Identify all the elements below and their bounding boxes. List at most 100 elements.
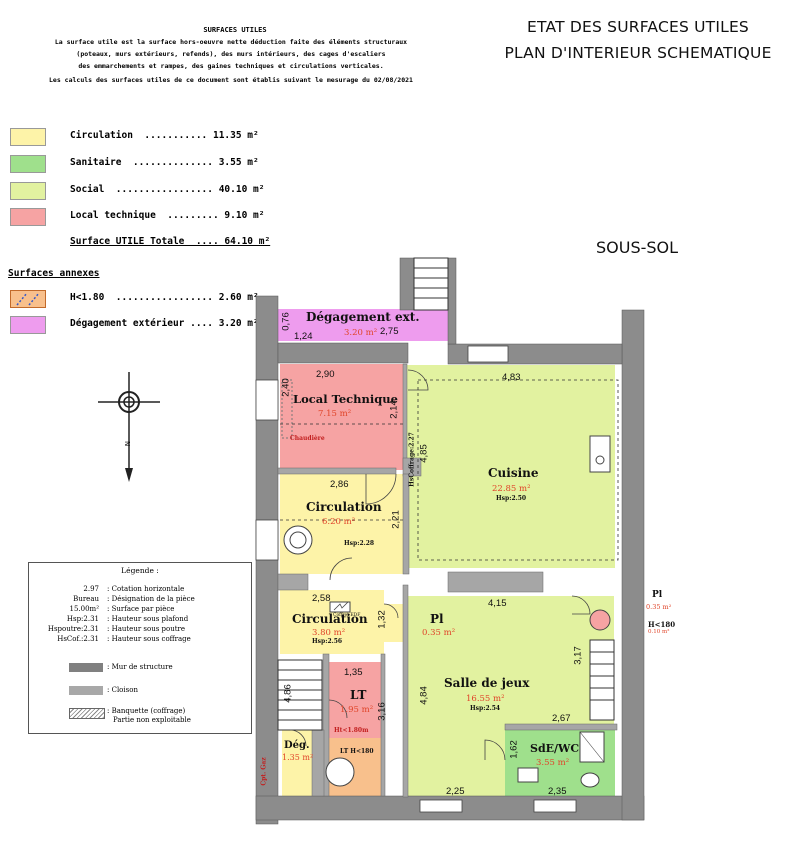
structure-walls <box>255 257 645 825</box>
partitions <box>277 363 618 798</box>
room-circulation-1 <box>280 474 403 574</box>
sink-drain <box>595 455 605 465</box>
dimension-label: 2,35 <box>548 786 567 797</box>
svg-text:N: N <box>123 441 131 446</box>
staircase <box>277 257 615 731</box>
key-label: : Hauteur sous coffrage <box>107 635 191 643</box>
dimension-label: 2,25 <box>446 786 465 797</box>
key-legend: Légende : 2.97 : Cotation horizontale Bu… <box>28 562 252 734</box>
banquette-hatch <box>281 379 293 439</box>
header-title-line-1: ETAT DES SURFACES UTILES <box>527 18 749 36</box>
legend-label: Local technique ......... 9.10 m² <box>70 210 265 221</box>
door-swings <box>289 369 591 761</box>
legend-swatch <box>10 128 46 146</box>
room-height-pl-ext: H<180 <box>648 620 676 629</box>
washbasin-icon <box>325 757 355 787</box>
legend-swatch <box>10 290 46 308</box>
room-local-technique <box>280 364 403 470</box>
room-height-lt: Ht<1.80m <box>334 727 369 734</box>
dimension-label: 2,14 <box>388 400 400 419</box>
dimension-label: 3,16 <box>376 702 388 721</box>
legend-swatch <box>10 316 46 334</box>
key-label: : Hauteur sous poutre <box>107 625 186 633</box>
legend-swatch <box>10 182 46 200</box>
room-degagement-ext <box>278 309 448 341</box>
compass-rose-icon: N <box>98 372 160 482</box>
notes-line-2: (poteaux, murs extérieurs, refends), des… <box>76 50 386 58</box>
room-area-lt: 1.95 m² <box>340 705 374 715</box>
room-label-salle-de-jeux: Salle de jeux <box>444 676 530 690</box>
key-wall-swatch <box>69 663 103 672</box>
key-symbol: 15.00m² <box>69 605 99 613</box>
dimension-label: 0,76 <box>280 312 292 331</box>
dimension-label: 4,84 <box>418 686 430 705</box>
sink-icon <box>589 435 611 473</box>
dimension-label: 4,15 <box>488 598 507 609</box>
room-height-salle-de-jeux: Hsp:2.54 <box>470 705 501 712</box>
key-label: : Banquette (coffrage) <box>107 707 186 715</box>
room-circulation-2 <box>280 590 384 654</box>
electric-panel-icon <box>329 601 351 613</box>
room-tag-coffret-edf: Coffret EDF <box>333 613 361 618</box>
room-area-pl: 0.35 m² <box>422 628 456 638</box>
dimension-label: 2,21 <box>390 510 402 529</box>
room-label-pl: Pl <box>430 612 444 626</box>
notes-line-3: des emmarchements et rampes, des gaines … <box>78 62 384 70</box>
room-label-circulation-1: Circulation <box>306 500 382 514</box>
dimension-label: 2,58 <box>312 593 331 604</box>
room-sub-lt: LT H<180 <box>340 748 374 755</box>
dimension-label: 1,24 <box>294 331 313 342</box>
dimension-label: 2,40 <box>280 378 292 397</box>
legend-swatch <box>10 208 46 226</box>
room-pl-inner <box>384 604 406 642</box>
room-label-pl-ext: Pl <box>652 590 663 600</box>
room-area-salle-de-jeux: 16.55 m² <box>466 694 505 704</box>
notes-line-1: La surface utile est la surface hors-oeu… <box>54 38 408 46</box>
key-partition-swatch <box>69 686 103 695</box>
legend-label: Sanitaire .............. 3.55 m² <box>70 157 259 168</box>
room-tag-cpt-gaz: Cpt. Gaz <box>260 757 268 786</box>
room-area-pl-ext: 0.35 m² <box>646 603 672 611</box>
dimension-label: 1,35 <box>344 667 363 678</box>
room-area-circulation-2: 3.80 m² <box>312 628 346 638</box>
dimension-label: 2,90 <box>316 369 335 380</box>
room-label-lt: LT <box>350 688 367 702</box>
key-symbol: HsCof.:2.31 <box>57 635 99 643</box>
room-height-circulation-1: Hsp:2.28 <box>344 540 375 547</box>
dimension-label: 2,75 <box>380 326 399 337</box>
boiler-inner <box>289 531 307 549</box>
key-label: : Cloison <box>107 686 138 694</box>
key-label: : Désignation de la pièce <box>107 595 195 603</box>
room-area-local-technique: 7.15 m² <box>318 409 352 419</box>
room-label-deg: Dég. <box>284 740 310 751</box>
legend-label: Circulation ........... 11.35 m² <box>70 130 259 141</box>
key-hatch-swatch <box>69 708 105 719</box>
notes-line-4: Les calculs des surfaces utiles de ce do… <box>49 76 413 84</box>
key-label: : Cotation horizontale <box>107 585 185 593</box>
room-tag-chaudiere: Chaudière <box>290 435 325 442</box>
room-area-degagement: 3.20 m² <box>344 328 378 338</box>
dimension-label: 3,17 <box>572 646 584 665</box>
toilet-icon <box>580 772 600 788</box>
key-symbol: 2.97 <box>83 585 99 593</box>
room-height-cuisine: Hsp:2.50 <box>496 495 527 502</box>
room-area-deg: 1.35 m² <box>282 753 314 762</box>
ceiling-lines <box>280 379 619 561</box>
dimension-label: 2,86 <box>330 479 349 490</box>
room-label-cuisine: Cuisine <box>488 466 539 480</box>
legend-label: H<1.80 ................. 2.60 m² <box>70 292 259 303</box>
dimension-label: 2,67 <box>552 713 571 724</box>
key-symbol: Bureau <box>73 595 99 603</box>
room-cuisine <box>407 365 615 568</box>
boiler-icon <box>283 525 313 555</box>
room-label-sde-wc: SdE/WC <box>530 742 580 755</box>
legend-label: Social ................. 40.10 m² <box>70 184 265 195</box>
key-label: Partie non exploitable <box>113 716 191 724</box>
room-area-circulation-1: 6.20 m² <box>322 517 356 527</box>
level-label: SOUS-SOL <box>596 238 679 257</box>
room-label-local-technique: Local Technique <box>293 392 398 406</box>
key-label: : Mur de structure <box>107 663 173 671</box>
dimension-label: 4,85 <box>418 444 430 463</box>
annex-title: Surfaces annexes <box>8 268 100 279</box>
